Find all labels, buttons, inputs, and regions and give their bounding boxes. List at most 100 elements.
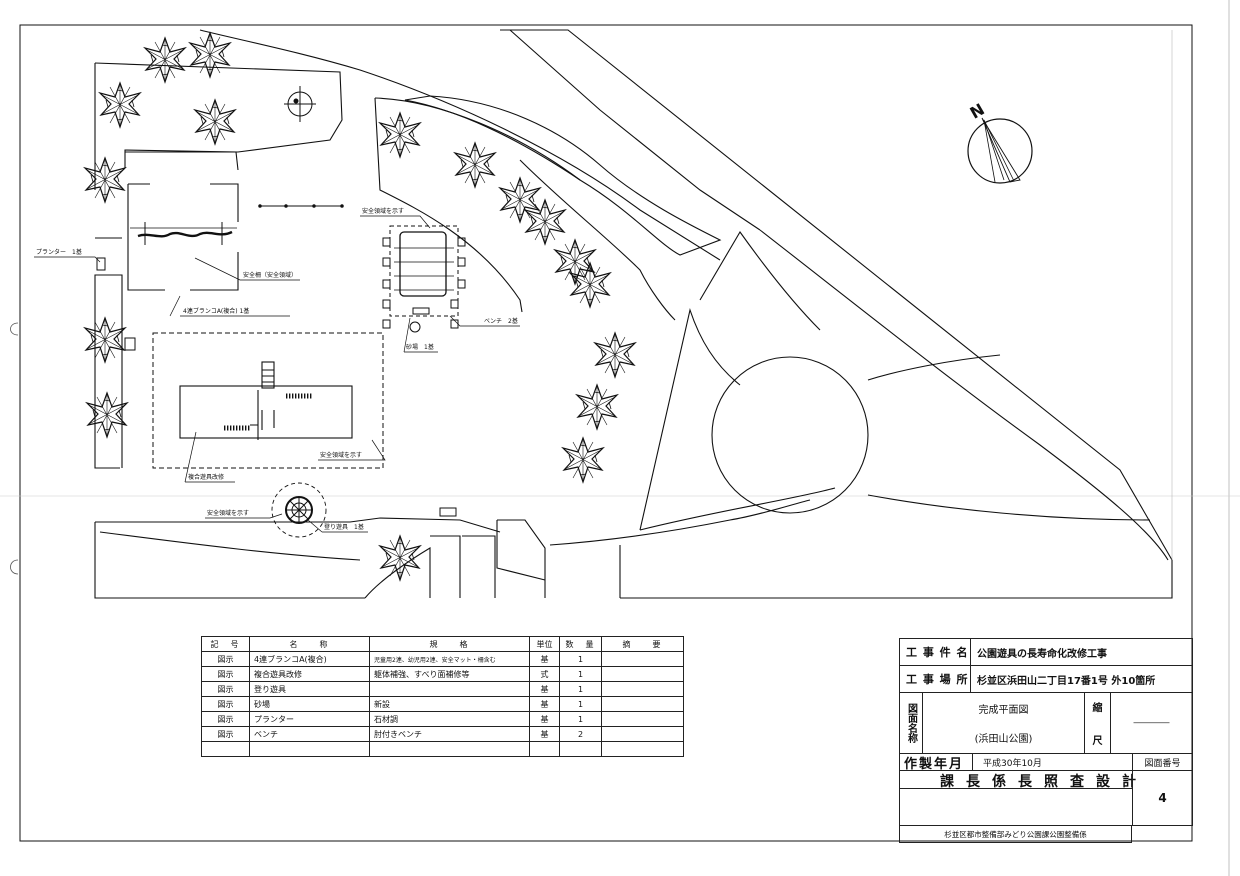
date-row: 作製年月 平成30年10月 図面番号: [899, 753, 1193, 772]
leader-lines: [34, 215, 520, 533]
department-row: 杉並区都市整備部みどり公園課公園整備係: [899, 825, 1132, 843]
approval-cho-2: 長: [1018, 774, 1032, 790]
label-safety-area-top: 安全領域を示す: [362, 207, 404, 215]
label-bench: ベンチ 2基: [484, 317, 518, 325]
label-safety-fence: 安全柵（安全領域）: [243, 271, 297, 279]
approvals-row: 課 長 係 長 照 査 設 計 4: [899, 770, 1193, 826]
legend-symbol: 図示: [201, 726, 250, 742]
legend-header-symbol: 記 号: [201, 636, 250, 652]
legend-qty: 1: [559, 651, 602, 667]
label-safety-area-bottom: 安全領域を示す: [207, 509, 249, 517]
legend-qty: [559, 741, 602, 757]
label-planter: プランター 1基: [36, 248, 82, 256]
legend-header-note: 摘 要: [601, 636, 684, 652]
legend-name: ベンチ: [249, 726, 370, 742]
legend-header-name: 名 称: [249, 636, 370, 652]
scale-label-bottom: 尺: [1092, 736, 1103, 747]
approval-setsu: 設: [1096, 774, 1110, 790]
approval-ka: 課: [940, 774, 954, 790]
drawing-no-label: 図面番号: [1132, 754, 1192, 770]
legend-spec: 躯体補強、すべり面補修等: [369, 666, 530, 682]
legend-table: 記 号 名 称 規 格 単位 数 量 摘 要 図示 4連ブランコA(複合) 児童…: [201, 636, 684, 757]
label-swing: 4連ブランコA(複合) 1基: [183, 307, 249, 315]
legend-name: 砂場: [249, 696, 370, 712]
title-block: 工 事 件 名 公園遊具の長寿命化改修工事 工 事 場 所 杉並区浜田山二丁目1…: [899, 638, 1193, 843]
legend-note: [601, 741, 684, 757]
project-value: 公園遊具の長寿命化改修工事: [970, 639, 1192, 665]
legend-symbol: 図示: [201, 666, 250, 682]
date-label: 作製年月: [904, 756, 965, 772]
date-value: 平成30年10月: [972, 754, 1132, 770]
location-row: 工 事 場 所 杉並区浜田山二丁目17番1号 外10箇所: [899, 665, 1193, 693]
location-value: 杉並区浜田山二丁目17番1号 外10箇所: [970, 666, 1192, 692]
legend-symbol: 図示: [201, 711, 250, 727]
legend-note: [601, 681, 684, 697]
trees: [84, 32, 636, 581]
approval-sa: 査: [1070, 774, 1084, 790]
legend-qty: 1: [559, 696, 602, 712]
legend-spec: [369, 741, 530, 757]
legend-name: プランター: [249, 711, 370, 727]
legend-qty: 1: [559, 711, 602, 727]
drawing-number: 4: [1132, 771, 1192, 825]
legend-unit: [529, 741, 560, 757]
table-row: 図示 砂場 新設 基 1: [201, 696, 684, 712]
swing-set: [127, 183, 344, 291]
table-row: 図示 複合遊具改修 躯体補強、すべり面補修等 式 1: [201, 666, 684, 682]
sandbox: [382, 225, 466, 333]
legend-unit: 基: [529, 726, 560, 742]
north-arrow: [967, 117, 1033, 184]
table-row: 図示 登り遊具 基 1: [201, 681, 684, 697]
project-row: 工 事 件 名 公園遊具の長寿命化改修工事: [899, 638, 1193, 666]
location-label: 工 事 場 所: [906, 673, 969, 686]
legend-header-qty: 数 量: [559, 636, 602, 652]
play-equipment-hub: [284, 86, 316, 122]
drawing-name-sub: (浜田山公園): [974, 734, 1033, 745]
legend-unit: 基: [529, 711, 560, 727]
combo-playset: [179, 361, 353, 440]
legend-unit: 式: [529, 666, 560, 682]
legend-spec: 児童用2連、幼児用2連、安全マット・柵含む: [369, 651, 530, 667]
light-post: [124, 337, 136, 351]
planter-symbol: [96, 257, 106, 271]
approval-kakari: 係: [992, 774, 1006, 790]
legend-name: 登り遊具: [249, 681, 370, 697]
table-row: 図示 4連ブランコA(複合) 児童用2連、幼児用2連、安全マット・柵含む 基 1: [201, 651, 684, 667]
legend-symbol: [201, 741, 250, 757]
legend-symbol: 図示: [201, 681, 250, 697]
legend-name: 4連ブランコA(複合): [249, 651, 370, 667]
legend-qty: 1: [559, 681, 602, 697]
label-safety-area-mid: 安全領域を示す: [320, 451, 362, 459]
site-boundary: [94, 29, 1173, 599]
legend-name: [249, 741, 370, 757]
drawing-name-main: 完成平面図: [978, 705, 1029, 716]
legend-unit: 基: [529, 696, 560, 712]
legend-spec: 石材調: [369, 711, 530, 727]
project-label: 工 事 件 名: [906, 646, 969, 659]
safety-area-combo: [152, 332, 384, 469]
legend-note: [601, 726, 684, 742]
legend-header-row: 記 号 名 称 規 格 単位 数 量 摘 要: [201, 636, 684, 652]
legend-spec: 新設: [369, 696, 530, 712]
drawing-label: 図面名称: [905, 703, 917, 743]
legend-header-spec: 規 格: [369, 636, 530, 652]
legend-name: 複合遊具改修: [249, 666, 370, 682]
legend-unit: 基: [529, 651, 560, 667]
legend-qty: 1: [559, 666, 602, 682]
table-row: 図示 ベンチ 肘付きベンチ 基 2: [201, 726, 684, 742]
label-climbing: 登り遊具 1基: [324, 523, 364, 531]
legend-qty: 2: [559, 726, 602, 742]
legend-symbol: 図示: [201, 651, 250, 667]
bench-symbol: [439, 507, 457, 517]
scale-value: ――――: [1110, 693, 1192, 753]
legend-note: [601, 711, 684, 727]
legend-symbol: 図示: [201, 696, 250, 712]
legend-spec: 肘付きベンチ: [369, 726, 530, 742]
legend-spec: [369, 681, 530, 697]
approval-cho-1: 長: [966, 774, 980, 790]
north-label: N: [967, 100, 988, 123]
legend-note: [601, 696, 684, 712]
legend-note: [601, 651, 684, 667]
legend-header-unit: 単位: [529, 636, 560, 652]
